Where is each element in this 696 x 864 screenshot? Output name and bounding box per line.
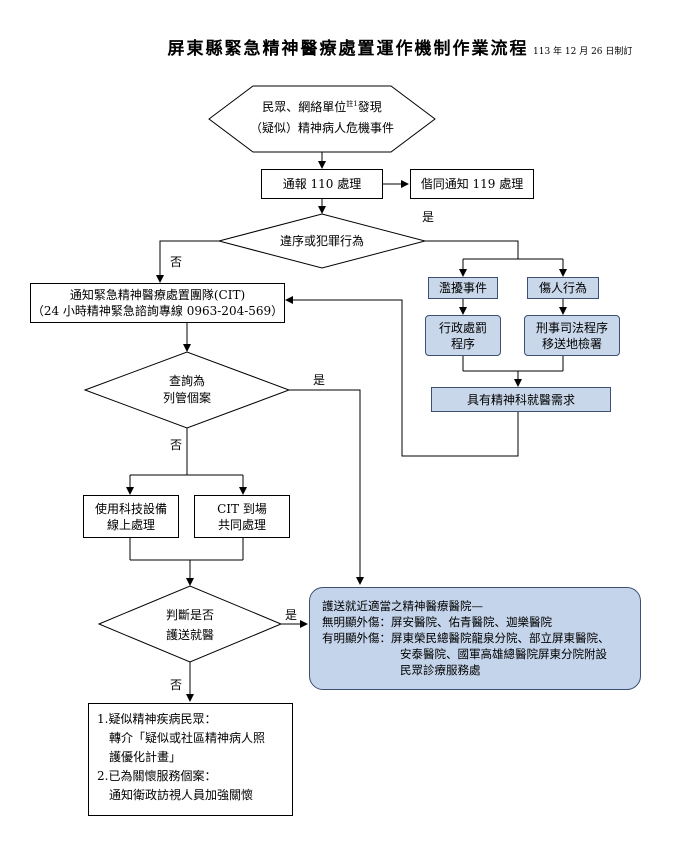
- revision-date: 113 年 12 月 26 日制訂: [533, 47, 633, 57]
- start-node-line1: 民眾、網絡單位註1發現: [262, 100, 382, 114]
- query-label: 查詢為 列管個案: [162, 374, 211, 405]
- notify-cit-box: 通知緊急精神醫療處置團隊(CIT) （24 小時精神緊急諮詢專線 0963-20…: [30, 283, 285, 323]
- criminal-procedure-box: 刑事司法程序 移送地檢署: [524, 315, 620, 356]
- tech-online-box: 使用科技設備 線上處理: [83, 495, 179, 538]
- violation-no-label: 否: [170, 255, 183, 269]
- violation-label: 違序或犯罪行為: [279, 234, 364, 248]
- start-node-line2: （疑似）精神病人危機事件: [249, 121, 394, 135]
- harm-behavior-box: 傷人行為: [527, 277, 599, 299]
- query-no-label: 否: [170, 438, 183, 452]
- judge-yes-label: 是: [285, 608, 298, 622]
- report-110-box: 通報 110 處理: [261, 169, 383, 199]
- judge-label: 判斷是否 護送就醫: [165, 608, 214, 642]
- start-hexagon: [208, 85, 436, 153]
- hospital-escort-box: 護送就近適當之精神醫療醫院— 無明顯外傷：屏安醫院、佑青醫院、迦樂醫院 有明顯外…: [309, 587, 641, 690]
- psych-need-box: 具有精神科就醫需求: [431, 387, 611, 412]
- page-title: 屏東縣緊急精神醫療處置運作機制作業流程: [167, 39, 529, 59]
- footnote-marker: 註1: [346, 100, 358, 108]
- notify-119-box: 偕同通知 119 處理: [410, 169, 534, 199]
- violation-yes-label: 是: [422, 210, 435, 224]
- cit-onsite-box: CIT 到場 共同處理: [194, 495, 290, 538]
- query-yes-label: 是: [313, 373, 326, 387]
- judge-no-label: 否: [170, 678, 183, 692]
- follow-up-note-box: 1.疑似精神疾病民眾： 轉介「疑似或社區精神病人照 護優化計畫」 2.已為關懷服…: [88, 703, 293, 816]
- admin-penalty-box: 行政處罰 程序: [425, 315, 501, 356]
- abuse-event-box: 濫擾事件: [428, 277, 498, 299]
